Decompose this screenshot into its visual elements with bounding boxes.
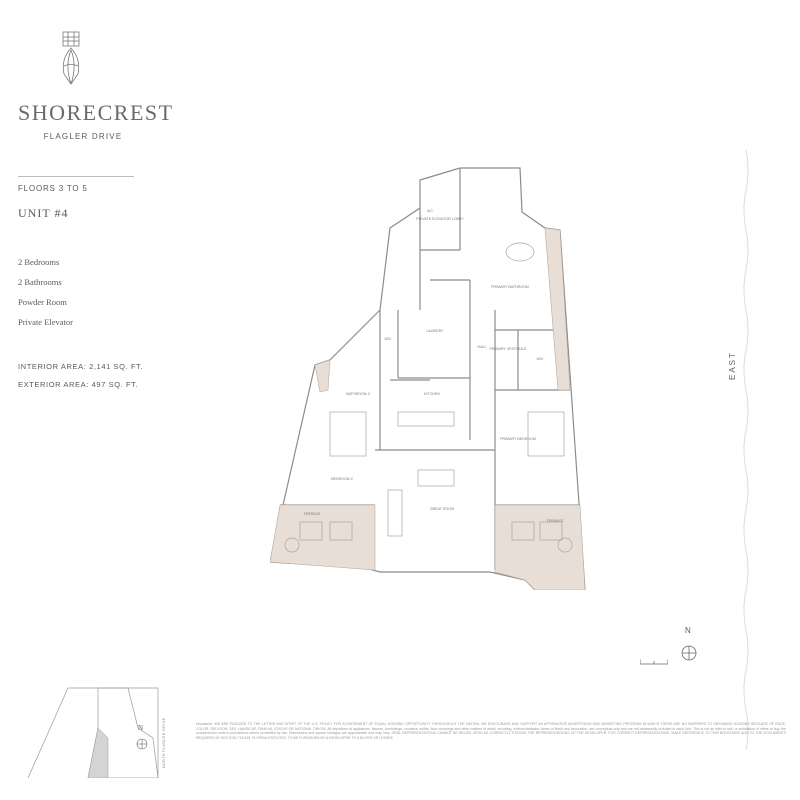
shorecrest-logo-icon (62, 31, 80, 85)
room-label-wic-2: WIC (537, 357, 544, 361)
room-label-elevator-lobby: PRIVATE ELEVATOR LOBBY (416, 217, 464, 221)
bed (329, 411, 367, 457)
street-name: NORTH FLAGLER DRIVE (162, 660, 182, 770)
feature-item: 2 Bathrooms (18, 277, 62, 287)
room-label-primary-bathroom: PRIMARY BATHROOM (491, 285, 529, 289)
interior-area: INTERIOR AREA: 2,141 SQ. FT. (18, 362, 144, 371)
bathtub (505, 242, 535, 262)
room-label-bedroom-2: BEDROOM 2 (331, 477, 353, 481)
sofa (417, 469, 455, 487)
feature-item: Powder Room (18, 297, 67, 307)
room-label-terrace-right: TERRACE (546, 519, 564, 523)
bed (527, 411, 565, 457)
exterior-area: EXTERIOR AREA: 497 SQ. FT. (18, 380, 139, 389)
room-label-primary-bedroom: PRIMARY BEDROOM (500, 437, 536, 441)
lounge-chair (299, 521, 323, 541)
room-label-primary-vestibule: PRIMARY VESTIBULE (489, 347, 527, 351)
bay-window (544, 227, 571, 391)
bay-window (314, 359, 331, 393)
terrace-floor (270, 504, 376, 571)
keyplan-compass-icon (136, 738, 148, 750)
floor-plan: PRIVATE ELEVATOR LOBBY PRIMARY BATHROOM … (270, 167, 586, 590)
keyplan-north-label: N (138, 724, 144, 732)
feature-item: Private Elevator (18, 317, 73, 327)
lounge-chair (539, 521, 563, 541)
room-label-terrace-left: TERRACE (303, 512, 321, 516)
waterfront-icon (743, 150, 749, 750)
room-label-ac: A/C (427, 209, 433, 213)
area-block: INTERIOR AREA: 2,141 SQ. FT. EXTERIOR AR… (18, 358, 143, 394)
legal-disclaimer: Disclaimer: WE ARE PLEDGED TO THE LETTER… (196, 722, 786, 740)
room-label-great-room: GREAT ROOM (430, 507, 454, 511)
room-label-hall: HALL (478, 345, 487, 349)
compass-icon (681, 645, 697, 661)
feature-list: 2 Bedrooms 2 Bathrooms Powder Room Priva… (18, 252, 73, 332)
north-label: N (685, 626, 691, 635)
divider (18, 176, 134, 177)
room-label-wic: WIC (385, 337, 392, 341)
terrace-floor (494, 504, 586, 590)
lounge-chair (329, 521, 353, 541)
dining-table (387, 489, 403, 537)
brand-name: SHORECREST (18, 100, 174, 125)
room-label-bathroom-2: BATHROOM 2 (346, 392, 370, 396)
room-label-laundry: LAUNDRY (426, 329, 444, 333)
lounge-chair (511, 521, 535, 541)
unit-title: UNIT #4 (18, 206, 69, 220)
kitchen-island (397, 411, 455, 427)
scale-bar-icon (640, 659, 668, 665)
east-label: EAST (728, 351, 737, 380)
feature-item: 2 Bedrooms (18, 257, 60, 267)
brand-subtitle: FLAGLER DRIVE (43, 132, 123, 141)
floors-label: FLOORS 3 TO 5 (18, 184, 88, 193)
street-name-text: NORTH FLAGLER DRIVE (162, 717, 166, 768)
room-label-kitchen: KITCHEN (424, 392, 440, 396)
terrace-table (284, 537, 300, 553)
key-plan (27, 687, 159, 778)
terrace-table (557, 537, 573, 553)
